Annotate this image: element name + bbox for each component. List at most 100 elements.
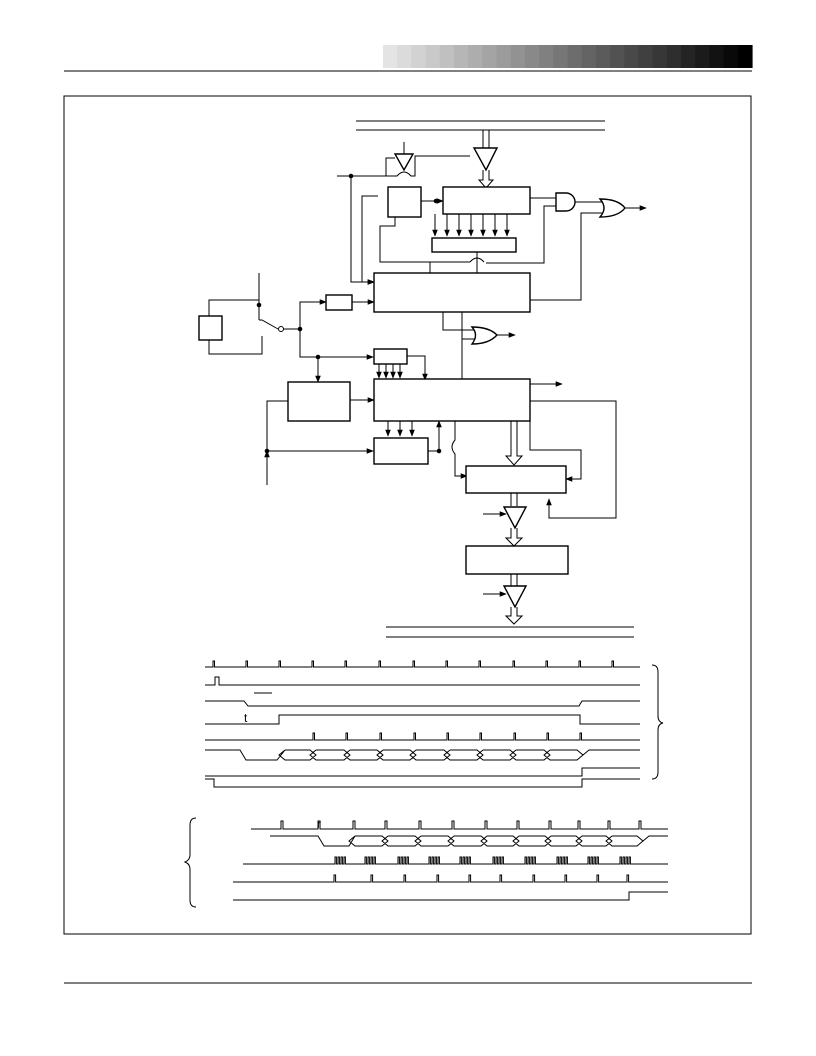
gradient-step	[553, 45, 569, 68]
prescaler-box	[325, 294, 353, 311]
timing-trace	[205, 732, 640, 741]
figure-frame	[63, 95, 752, 935]
gradient-step	[581, 45, 597, 68]
small-input-buffer	[393, 153, 415, 172]
gradient-step	[737, 45, 753, 68]
timing-trace	[205, 700, 640, 707]
gradient-step	[482, 45, 498, 68]
register-output-arrows	[432, 214, 510, 237]
timing-chart-1	[205, 660, 664, 788]
timing-bus-trace	[205, 749, 640, 761]
top-data-buffer	[472, 147, 499, 172]
switch-contact	[259, 319, 279, 330]
gradient-step	[510, 45, 526, 68]
timing-trace	[205, 676, 640, 686]
buffer-to-display-hollow-arrow	[504, 528, 524, 547]
mode-register-arrows	[376, 364, 403, 379]
timing-trace	[205, 660, 640, 668]
bus-to-buffer-hollow-arrow	[482, 130, 490, 148]
output-buffer	[502, 506, 528, 530]
output-register-block	[465, 465, 567, 494]
wire-main-to-or	[530, 212, 603, 301]
wire-node-down	[350, 176, 375, 285]
left-brace	[183, 817, 197, 908]
wire-to-prescaler	[299, 299, 327, 329]
gradient-step	[524, 45, 540, 68]
timing-trace	[205, 778, 640, 788]
crystal-box	[198, 315, 223, 341]
wire-latch-feedback	[428, 420, 442, 452]
buffer-to-bus-hollow-arrow	[504, 607, 524, 625]
gradient-step	[567, 45, 583, 68]
mode-register-box	[373, 348, 408, 365]
gradient-step	[439, 45, 455, 68]
wire-comparator-crossover	[469, 252, 485, 274]
gradient-step	[695, 45, 711, 68]
timing-trace	[233, 891, 668, 901]
latch-block	[373, 437, 429, 465]
gradient-step	[595, 45, 611, 68]
block-diagram	[198, 120, 647, 638]
wire-mode-register-out	[407, 355, 428, 381]
gradient-step	[709, 45, 725, 68]
gradient-step	[496, 45, 512, 68]
wire-loop-inner	[379, 217, 470, 263]
counter-to-latch-arrows	[385, 421, 415, 437]
gradient-step	[453, 45, 469, 68]
register-block	[442, 186, 531, 215]
bottom-bus-buffer	[502, 585, 528, 609]
gradient-step	[397, 45, 412, 68]
header-gradient-bar	[383, 45, 753, 68]
timing-trace	[205, 714, 640, 725]
switch-pivot	[278, 326, 284, 332]
r-mark-label: r	[317, 817, 321, 831]
wire-small-buffer-in	[385, 157, 395, 176]
main-counter-block	[373, 378, 531, 422]
counter-to-output-hollow-arrow	[504, 421, 524, 466]
gradient-step	[425, 45, 441, 68]
junction-node	[436, 448, 442, 454]
and-gate	[555, 192, 576, 212]
gradient-step	[723, 45, 739, 68]
display-driver-block	[465, 545, 569, 575]
wire-counter-side-loop	[529, 421, 582, 482]
gradient-step	[666, 45, 682, 68]
wire-ext-input-loop	[266, 400, 288, 451]
buffer-to-register-hollow-arrow	[477, 170, 495, 189]
gradient-step	[610, 45, 625, 68]
wire-counter-right-loop	[530, 400, 617, 519]
main-control-block	[373, 272, 531, 313]
wire-main-to-or-mid	[442, 312, 474, 331]
wire-small-buffer-out	[386, 155, 470, 177]
gradient-step	[624, 45, 640, 68]
clock-generator-block	[287, 381, 351, 422]
wire-and-feedback	[486, 205, 556, 264]
timing-burst-trace	[243, 856, 668, 865]
gradient-step	[539, 45, 554, 68]
gradient-step	[468, 45, 483, 68]
right-brace	[651, 664, 664, 780]
wire-switch-down	[299, 329, 374, 360]
wire-crystal-loop	[208, 299, 263, 355]
wire-latch-crossover	[451, 421, 468, 479]
timing-trace	[205, 767, 640, 777]
timing-trace	[251, 820, 668, 830]
wire-loop-left	[361, 195, 378, 285]
or-gate-top	[598, 198, 626, 218]
gradient-step	[681, 45, 696, 68]
gradient-step	[383, 45, 398, 68]
t-mark-label: t	[244, 711, 248, 725]
timing-chart-2	[183, 817, 668, 908]
comparator-block	[431, 237, 517, 253]
timing-bus-trace	[270, 835, 668, 847]
timing-trace	[233, 874, 668, 883]
or-gate-mid	[470, 326, 498, 345]
display-to-buffer-hollow-arrow	[510, 574, 518, 586]
output-to-buffer-hollow-arrow	[510, 493, 518, 506]
gradient-step	[652, 45, 668, 68]
junction-node	[433, 198, 439, 204]
gradient-step	[638, 45, 654, 68]
junction-node	[256, 302, 262, 308]
control-box-small	[387, 186, 422, 218]
